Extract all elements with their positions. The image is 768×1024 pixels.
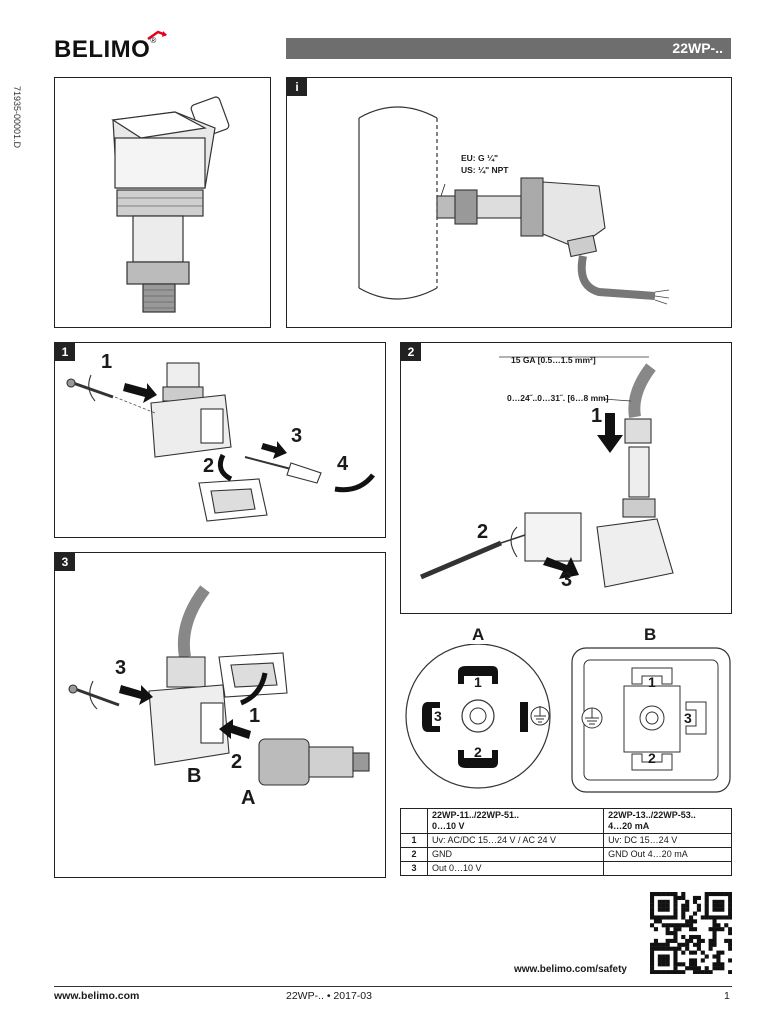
table-cell: [603, 861, 732, 876]
qr-code[interactable]: [650, 892, 732, 974]
header-model-v: 22WP-11../22WP-51..: [432, 810, 520, 820]
header-range-ma: 4…20 mA: [608, 821, 650, 831]
panel-step-1: 1 1 2 3 4: [54, 342, 386, 538]
header-model-ma: 22WP-13../22WP-53..: [608, 810, 696, 820]
footer-page-number: 1: [724, 990, 730, 1002]
registered-mark: ®: [150, 36, 157, 45]
connector-b-pin-2: 2: [648, 750, 656, 766]
connector-b-pin-3: 3: [684, 710, 692, 726]
page-title: 22WP-..: [672, 40, 723, 56]
footer-doc-ref: 22WP-.. • 2017-03: [286, 990, 372, 1002]
assembly-illustration: [68, 585, 370, 786]
step-2-number: 2: [203, 455, 215, 477]
connector-a-heading: A: [472, 625, 485, 644]
table-cell: GND Out 4…20 mA: [603, 847, 732, 862]
connector-a-diagram: 1 2 3: [400, 644, 560, 790]
connector-a-pin-1: 1: [474, 674, 482, 690]
thread-us-label: US: ¼" NPT: [461, 165, 509, 175]
table-cell-pin: 3: [400, 861, 428, 876]
belimo-logo: BELIMO®: [54, 30, 167, 64]
table-row: 2 GND GND Out 4…20 mA: [400, 847, 732, 862]
brand-name: BELIMO: [54, 36, 151, 63]
table-cell-pin: 2: [400, 847, 428, 862]
wiring-illustration: [420, 356, 674, 588]
pin-assignment-table: 22WP-11../22WP-51..0…10 V 22WP-13../22WP…: [400, 808, 732, 876]
panel-3-tag: 3: [55, 553, 75, 571]
pressure-sensor-illustration: [111, 96, 230, 313]
table-header-cell: 22WP-13../22WP-53..4…20 mA: [603, 808, 732, 834]
step-2-number: 2: [231, 751, 243, 773]
panel-step-2: 2 15 GA [0.5…1.5 mm²] 0…24˝..0…31˝. [6…8…: [400, 342, 732, 614]
table-header-cell: [400, 808, 428, 834]
panel-step-3: 3 3 1 2 B A: [54, 552, 386, 878]
step-3-number: 3: [291, 425, 303, 447]
panel-product: [54, 77, 271, 328]
step-4-number: 4: [337, 453, 349, 475]
step-3-number: 3: [115, 657, 127, 679]
footer-divider: [54, 986, 732, 987]
table-cell: Uv: AC/DC 15…24 V / AC 24 V: [426, 833, 605, 848]
connector-a-pin-3: 3: [434, 708, 442, 724]
part-b-label: B: [187, 765, 202, 787]
header-range-v: 0…10 V: [432, 821, 465, 831]
table-header-row: 22WP-11../22WP-51..0…10 V 22WP-13../22WP…: [400, 808, 732, 834]
panel-1-tag: 1: [55, 343, 75, 361]
wire-gauge-label: 15 GA [0.5…1.5 mm²]: [511, 355, 596, 365]
pipe-mounting-illustration: [358, 106, 670, 305]
panel-info: i EU: G ¼" US: ¼" NPT: [286, 77, 732, 328]
qr-code-icon: [650, 892, 732, 974]
table-row: 3 Out 0…10 V: [400, 861, 732, 876]
table-header-cell: 22WP-11../22WP-51..0…10 V: [426, 808, 605, 834]
title-bar: 22WP-..: [286, 38, 731, 59]
footer-website[interactable]: www.belimo.com: [54, 990, 140, 1002]
doc-number: 71935-00001.D: [12, 76, 36, 166]
table-cell: Out 0…10 V: [426, 861, 605, 876]
connector-removal-illustration: [66, 362, 375, 522]
table-cell: GND: [426, 847, 605, 862]
connector-b-diagram: 1 2 3: [570, 646, 732, 794]
connector-a-pin-2: 2: [474, 744, 482, 760]
logo-arrow-icon: [147, 30, 167, 41]
table-cell-pin: 1: [400, 833, 428, 848]
part-a-label: A: [241, 787, 256, 809]
cable-diameter-label: 0…24˝..0…31˝. [6…8 mm]: [507, 393, 609, 403]
step-1-number: 1: [101, 351, 113, 373]
step-3-number: 3: [561, 569, 573, 591]
thread-eu-label: EU: G ¼": [461, 153, 499, 163]
panel-2-tag: 2: [401, 343, 421, 361]
step-2-number: 2: [477, 521, 489, 543]
step-1-number: 1: [591, 405, 603, 427]
safety-link[interactable]: www.belimo.com/safety: [514, 964, 627, 975]
table-cell: Uv: DC 15…24 V: [603, 833, 732, 848]
doc-number-text: 71935-00001.D: [12, 85, 23, 149]
table-row: 1 Uv: AC/DC 15…24 V / AC 24 V Uv: DC 15……: [400, 833, 732, 848]
connector-b-heading: B: [644, 625, 657, 644]
connector-b-pin-1: 1: [648, 674, 656, 690]
step-1-number: 1: [249, 705, 261, 727]
panel-info-tag: i: [287, 78, 307, 96]
